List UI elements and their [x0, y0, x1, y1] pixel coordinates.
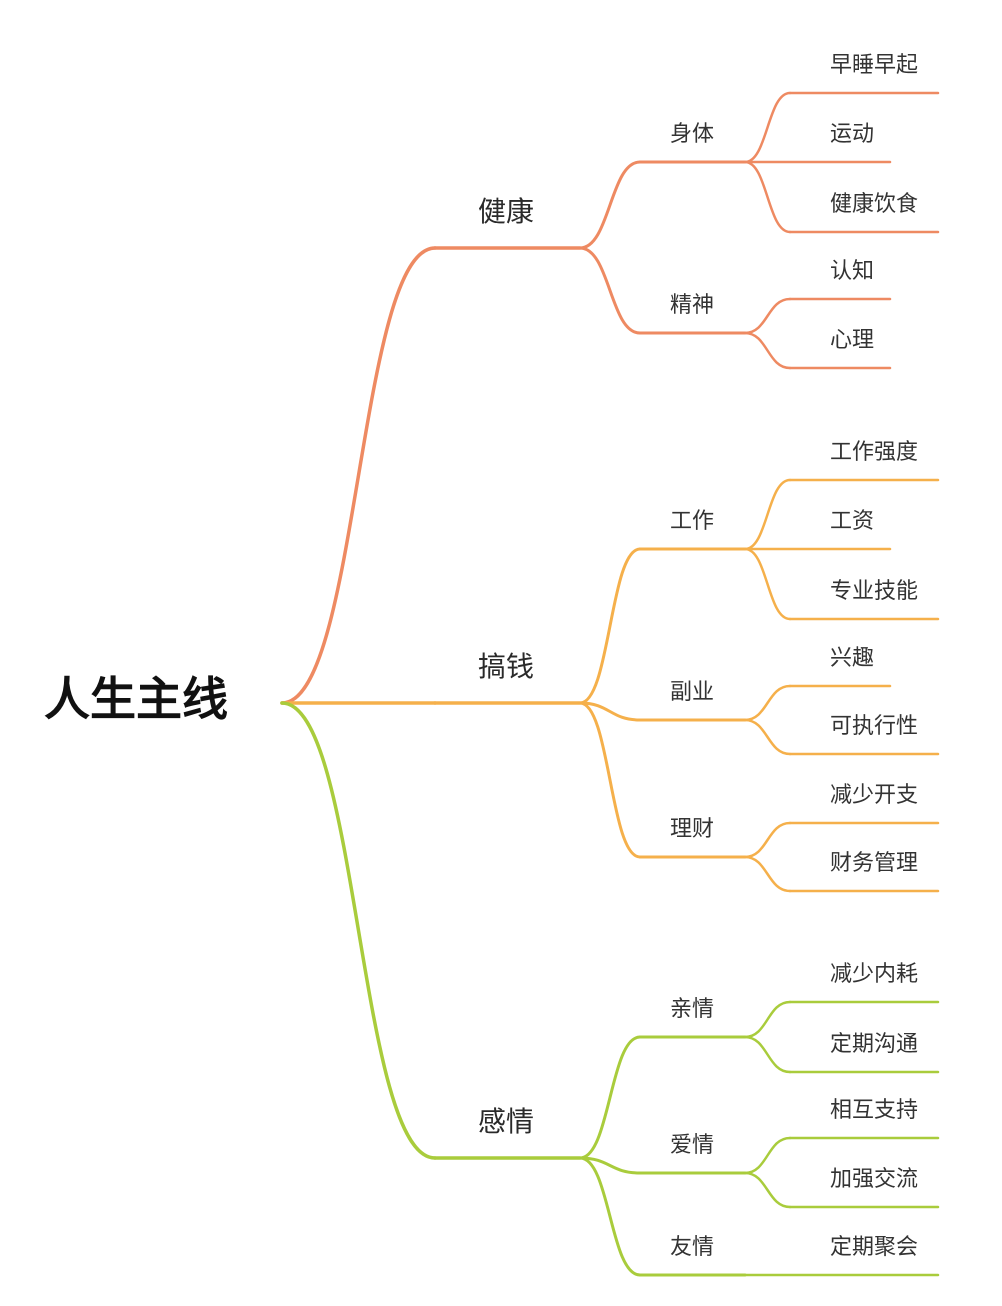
subbranch-label: 友情 [670, 1235, 715, 1260]
leaf-connector [743, 1035, 792, 1074]
subbranch-label: 爱情 [670, 1133, 715, 1158]
leaf-label: 减少开支 [830, 783, 919, 808]
subbranch-label: 亲情 [670, 997, 715, 1022]
leaf-label: 减少内耗 [830, 962, 919, 987]
subbranch-label: 工作 [670, 509, 715, 534]
subbranch-connector [578, 1156, 642, 1277]
leaf-label: 加强交流 [830, 1167, 919, 1192]
leaf-label: 早睡早起 [830, 53, 919, 78]
leaf-connector [743, 331, 792, 370]
subbranch-connector [578, 701, 642, 722]
leaf-connector [743, 478, 792, 551]
subbranch-label: 理财 [670, 817, 715, 842]
leaf-connector [743, 91, 792, 164]
subbranch-label: 精神 [670, 293, 715, 318]
leaf-connector [743, 855, 792, 893]
leaf-connector [743, 297, 792, 335]
subbranch-label: 副业 [670, 680, 715, 705]
leaf-label: 健康饮食 [830, 192, 919, 217]
root-node-label: 人生主线 [44, 672, 228, 726]
leaf-label: 工作强度 [830, 440, 919, 465]
leaf-connector [743, 160, 792, 234]
subbranch-label: 身体 [670, 122, 715, 147]
leaf-connector [743, 684, 792, 722]
branch-connector [280, 246, 437, 705]
leaf-connector [743, 547, 792, 621]
leaf-label: 相互支持 [830, 1098, 919, 1123]
subbranch-connector [578, 1035, 642, 1160]
leaf-label: 兴趣 [830, 646, 875, 671]
subbranch-connector [578, 246, 642, 335]
branch-label: 感情 [478, 1105, 535, 1138]
leaf-label: 专业技能 [830, 579, 919, 604]
subbranch-connector [578, 160, 642, 250]
branch-connector [280, 701, 437, 1160]
leaf-label: 财务管理 [830, 851, 919, 876]
leaf-label: 运动 [830, 122, 875, 147]
leaf-connector [743, 1171, 792, 1209]
leaf-connector [743, 1136, 792, 1175]
leaf-connector [743, 718, 792, 756]
leaf-label: 认知 [830, 259, 875, 284]
leaf-connector [743, 821, 792, 859]
leaf-connector [743, 1000, 792, 1039]
subbranch-connector [578, 547, 642, 705]
subbranch-connector [578, 1156, 642, 1175]
leaf-label: 定期沟通 [830, 1032, 919, 1057]
branch-label: 健康 [478, 195, 535, 228]
leaf-label: 定期聚会 [830, 1235, 919, 1260]
subbranch-connector [578, 701, 642, 859]
leaf-label: 心理 [830, 328, 875, 353]
leaf-label: 工资 [830, 509, 875, 534]
branch-label: 搞钱 [478, 650, 535, 683]
leaf-label: 可执行性 [830, 714, 919, 739]
